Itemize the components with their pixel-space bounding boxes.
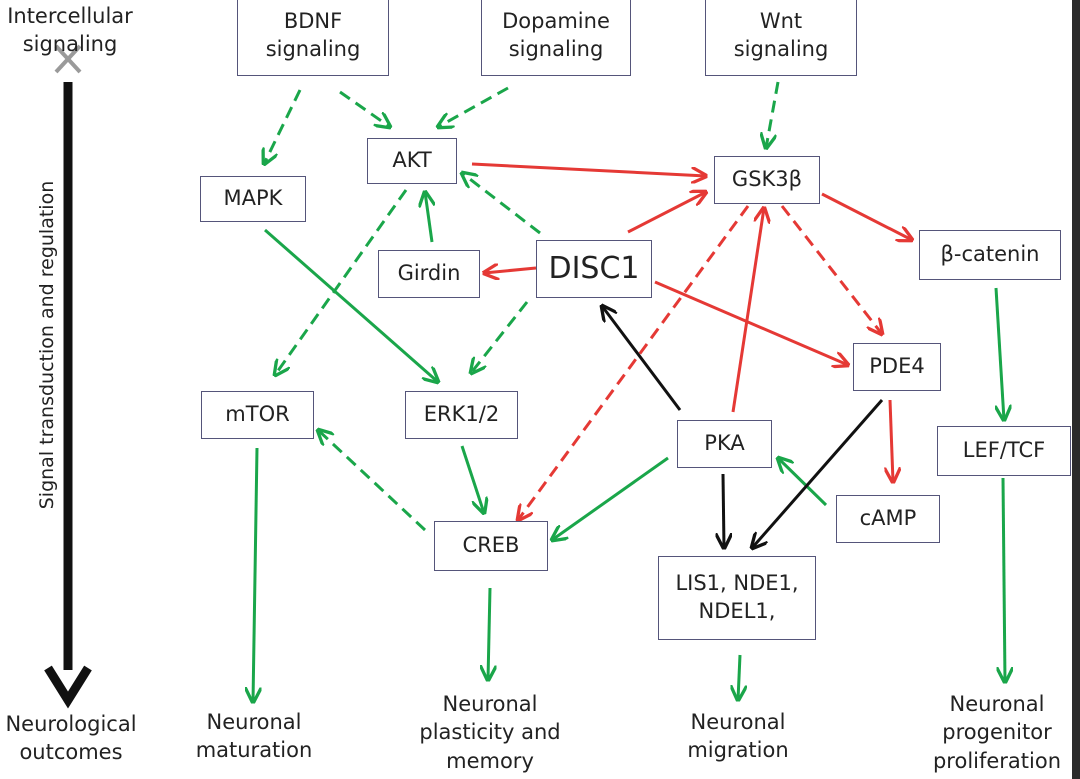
edge-wnt-gsk3b [766,81,780,148]
edge-disc1-girdin [484,268,537,273]
edge-creb-plasticity [488,587,490,680]
erk12-node: ERK1/2 [405,391,518,439]
creb-node: CREB [434,521,548,571]
edge-camp-pka [778,458,828,507]
edge-bcatenin-leftcf [994,287,1004,420]
pde4-node: PDE4 [853,343,941,391]
cross-out-icon [54,44,82,74]
girdin-node: Girdin [378,250,480,298]
screen-edge-strip [1072,0,1080,779]
edge-lis1-migration [738,654,740,700]
disc1-node: DISC1 [536,240,652,298]
lef-tcf-node: LEF/TCF [937,426,1071,476]
signal-axis-arrowhead [44,665,92,709]
edge-pde4-camp [890,399,893,482]
edge-girdin-akt [425,192,432,243]
edge-disc1-pde4 [654,280,848,365]
neuronal-plasticity-outcome: Neuronal plasticity and memory [419,692,561,773]
akt-node: AKT [367,138,457,184]
edge-disc1-erk [471,301,529,373]
edge-gsk3b-pde4 [780,205,882,334]
edge-pka-creb [552,456,669,540]
edge-mtor-maturation [253,447,257,702]
bdnf-signaling-node: BDNF signaling [237,0,389,76]
edge-creb-mtor [318,430,427,532]
edge-disc1-gsk3b [627,192,706,234]
edge-leftcf-proliferation [1003,477,1005,682]
edge-dopamine-akt [438,86,509,127]
neurological-outcomes-label: Neurological outcomes [5,712,137,765]
mtor-node: mTOR [201,391,314,439]
edge-mapk-erk [264,228,438,382]
intercellular-signaling-label: Intercellular signaling [7,4,133,57]
edge-erk-creb [460,445,484,513]
wnt-signaling-node: Wnt signaling [705,0,857,76]
edge-pka-lis1 [723,473,724,548]
edge-pka-disc1 [602,306,682,411]
edge-gsk3b-bcatenin [821,192,912,240]
neuronal-migration-outcome: Neuronal migration [687,710,789,763]
edge-bdnf-mapk [264,89,302,164]
neuronal-maturation-outcome: Neuronal maturation [195,710,313,763]
lis1-nde1-ndel1-node: LIS1, NDE1, NDEL1, [658,556,816,640]
camp-node: cAMP [836,495,940,543]
signal-transduction-axis-label: Signal transduction and regulation [36,180,58,510]
gsk3b-node: GSK3β [714,156,820,204]
edge-akt-gsk3b [471,162,706,176]
edge-pka-gsk3b [731,208,764,413]
edge-bdnf-akt [339,90,390,127]
edge-gsk3b-creb [518,205,750,520]
edge-pde4-lis1 [752,399,884,548]
edge-disc1-akt [462,173,541,235]
beta-catenin-node: β-catenin [919,230,1061,280]
progenitor-proliferation-outcome: Neuronal progenitor proliferation [932,692,1062,773]
dopamine-signaling-node: Dopamine signaling [481,0,631,76]
pka-node: PKA [677,420,772,468]
mapk-node: MAPK [200,176,306,222]
